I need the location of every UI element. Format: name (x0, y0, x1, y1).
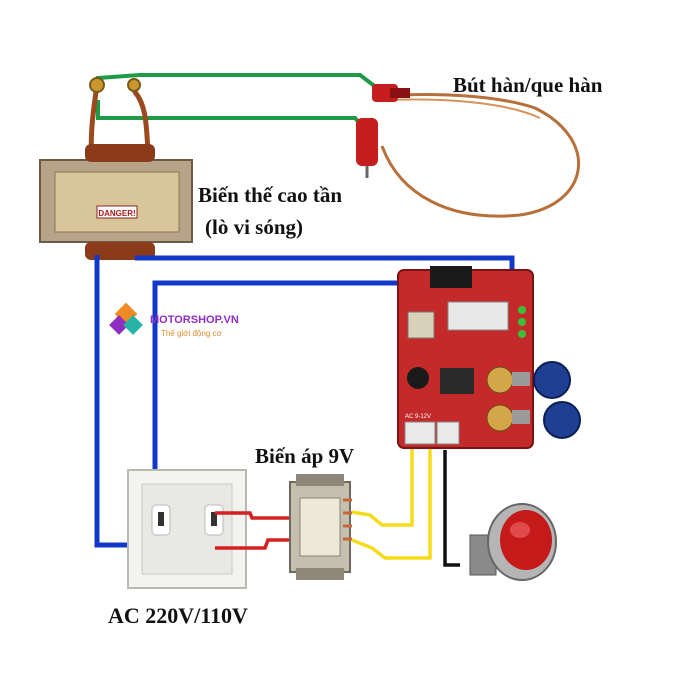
transformer-sublabel: (lò vi sóng) (205, 215, 304, 239)
lug-right (127, 78, 141, 92)
logo-name: MOTORSHOP.VN (150, 314, 239, 326)
green-wire-bottom (96, 100, 364, 128)
lug-left (89, 77, 105, 93)
red-wires (215, 511, 292, 550)
potentiometer-knobs (512, 361, 581, 439)
danger-plate-text: DANGER! (98, 209, 135, 218)
black-wire (443, 450, 460, 567)
motorshop-logo (109, 302, 143, 335)
yellow-wires (351, 445, 432, 560)
welding-pen (356, 84, 581, 218)
logo-tagline: Thế giới động cơ (161, 329, 222, 338)
ac-source-label: AC 220V/110V (108, 603, 248, 628)
push-button (469, 503, 557, 581)
board-input-label: AC 9-12V (405, 414, 431, 420)
transformer-label: Biến thế cao tần (198, 183, 343, 207)
wall-socket (127, 469, 247, 589)
blue-wire-mid (152, 280, 410, 425)
control-board: AC 9-12V (397, 266, 534, 449)
high-frequency-transformer: DANGER! (39, 144, 193, 260)
transformer-9v (289, 474, 352, 580)
welding-pen-label: Bút hàn/que hàn (453, 73, 603, 97)
transformer-9v-label: Biến áp 9V (255, 444, 355, 468)
green-wire-top (96, 73, 387, 96)
